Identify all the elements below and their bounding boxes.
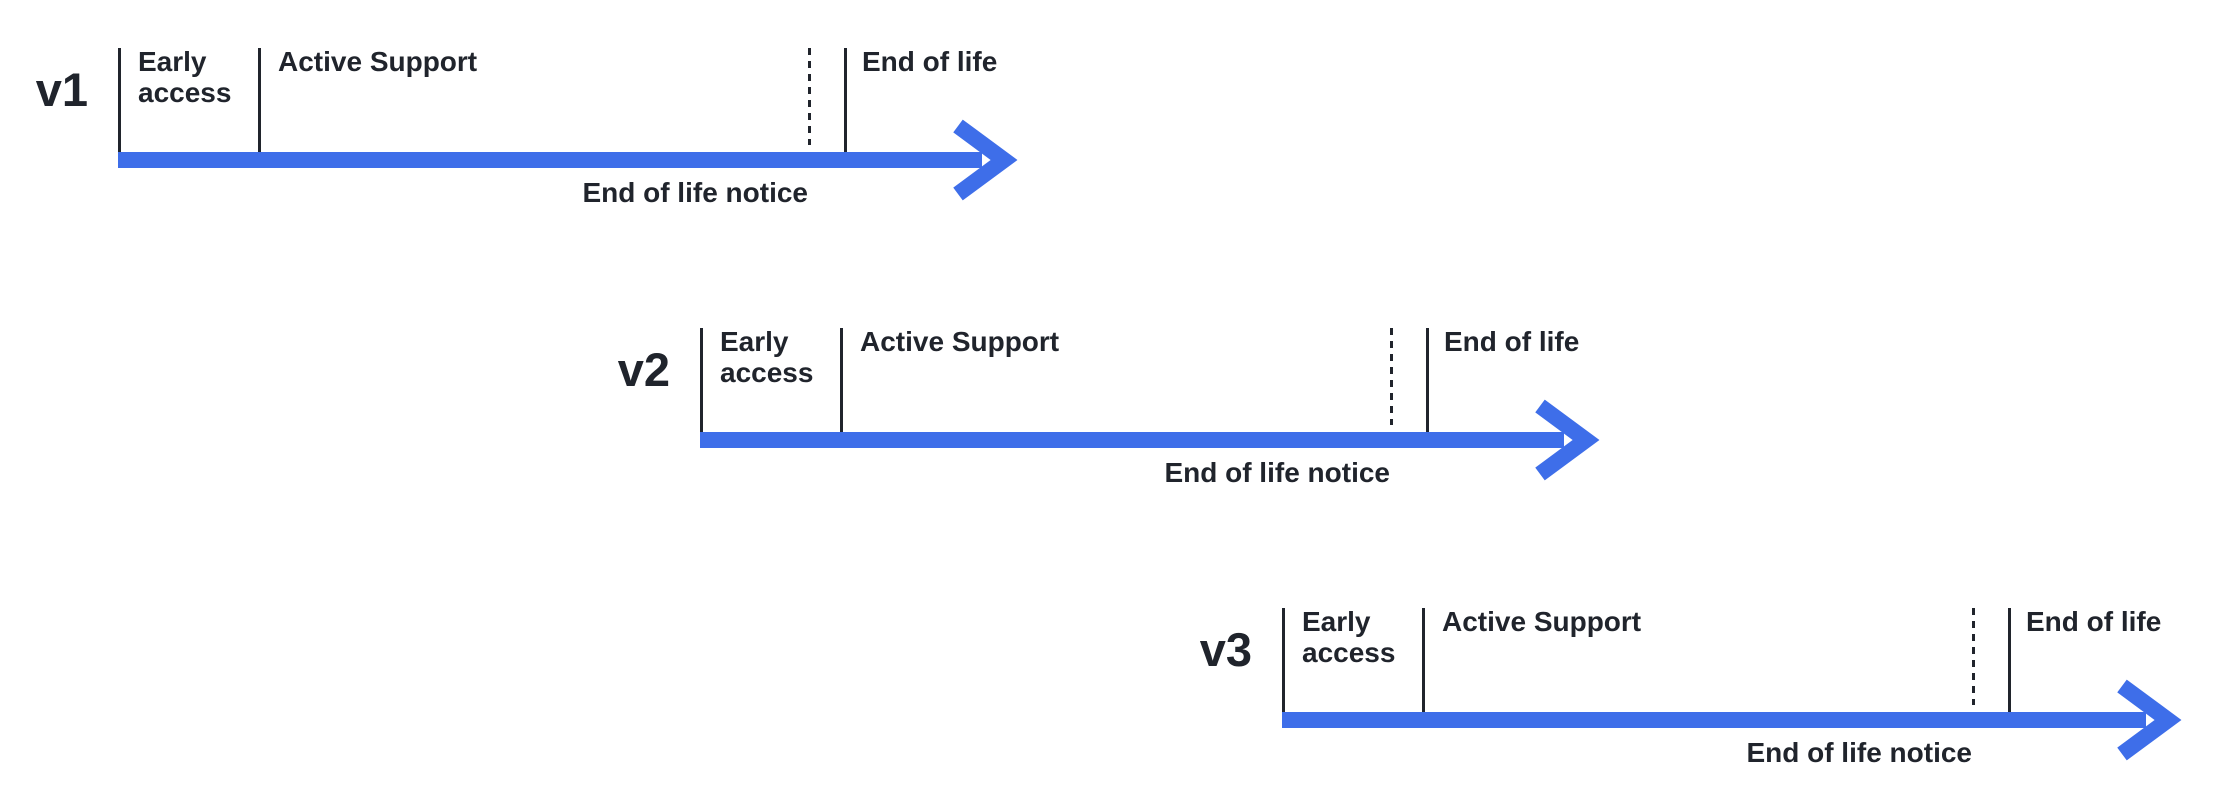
active-support-start-tick: [1422, 608, 1425, 712]
early-access-start-tick: [700, 328, 703, 432]
end-of-life-tick: [2008, 608, 2011, 712]
timeline-arrow-head-icon: [953, 119, 1018, 201]
active-support-start-tick: [258, 48, 261, 152]
end-of-life-notice-dashed-tick: [1972, 608, 1975, 705]
end-of-life-tick: [1426, 328, 1429, 432]
end-of-life-notice-dashed-tick: [808, 48, 811, 145]
timeline-arrow-shaft: [118, 152, 982, 168]
timeline-arrow-head-icon: [2117, 679, 2182, 761]
end-of-life-label: End of life: [2026, 606, 2162, 637]
timeline-row-v2: v2 Early access Active Support End of li…: [618, 326, 1620, 538]
active-support-label: Active Support: [278, 46, 478, 77]
early-access-label: Early access: [138, 46, 232, 108]
active-support-start-tick: [840, 328, 843, 432]
timeline-row-v1: v1 Early access Active Support End of li…: [36, 46, 1038, 258]
early-access-label: Early access: [720, 326, 814, 388]
early-access-start-tick: [1282, 608, 1285, 712]
early-access-label: Early access: [1302, 606, 1396, 668]
version-label-v2: v2: [617, 343, 670, 396]
version-label-v3: v3: [1199, 623, 1252, 676]
end-of-life-label: End of life: [862, 46, 998, 77]
active-support-label: Active Support: [860, 326, 1060, 357]
end-of-life-notice-label: End of life notice: [1746, 737, 1972, 768]
end-of-life-label: End of life: [1444, 326, 1580, 357]
timeline-arrow-shaft: [700, 432, 1564, 448]
early-access-start-tick: [118, 48, 121, 152]
end-of-life-notice-label: End of life notice: [1164, 457, 1390, 488]
timeline-arrow-shaft: [1282, 712, 2146, 728]
end-of-life-notice-dashed-tick: [1390, 328, 1393, 425]
end-of-life-notice-label: End of life notice: [582, 177, 808, 208]
timeline-arrow-head-icon: [1535, 399, 1600, 481]
version-label-v1: v1: [35, 63, 88, 116]
active-support-label: Active Support: [1442, 606, 1642, 637]
timeline-row-v3: v3 Early access Active Support End of li…: [1200, 606, 2202, 812]
end-of-life-tick: [844, 48, 847, 152]
